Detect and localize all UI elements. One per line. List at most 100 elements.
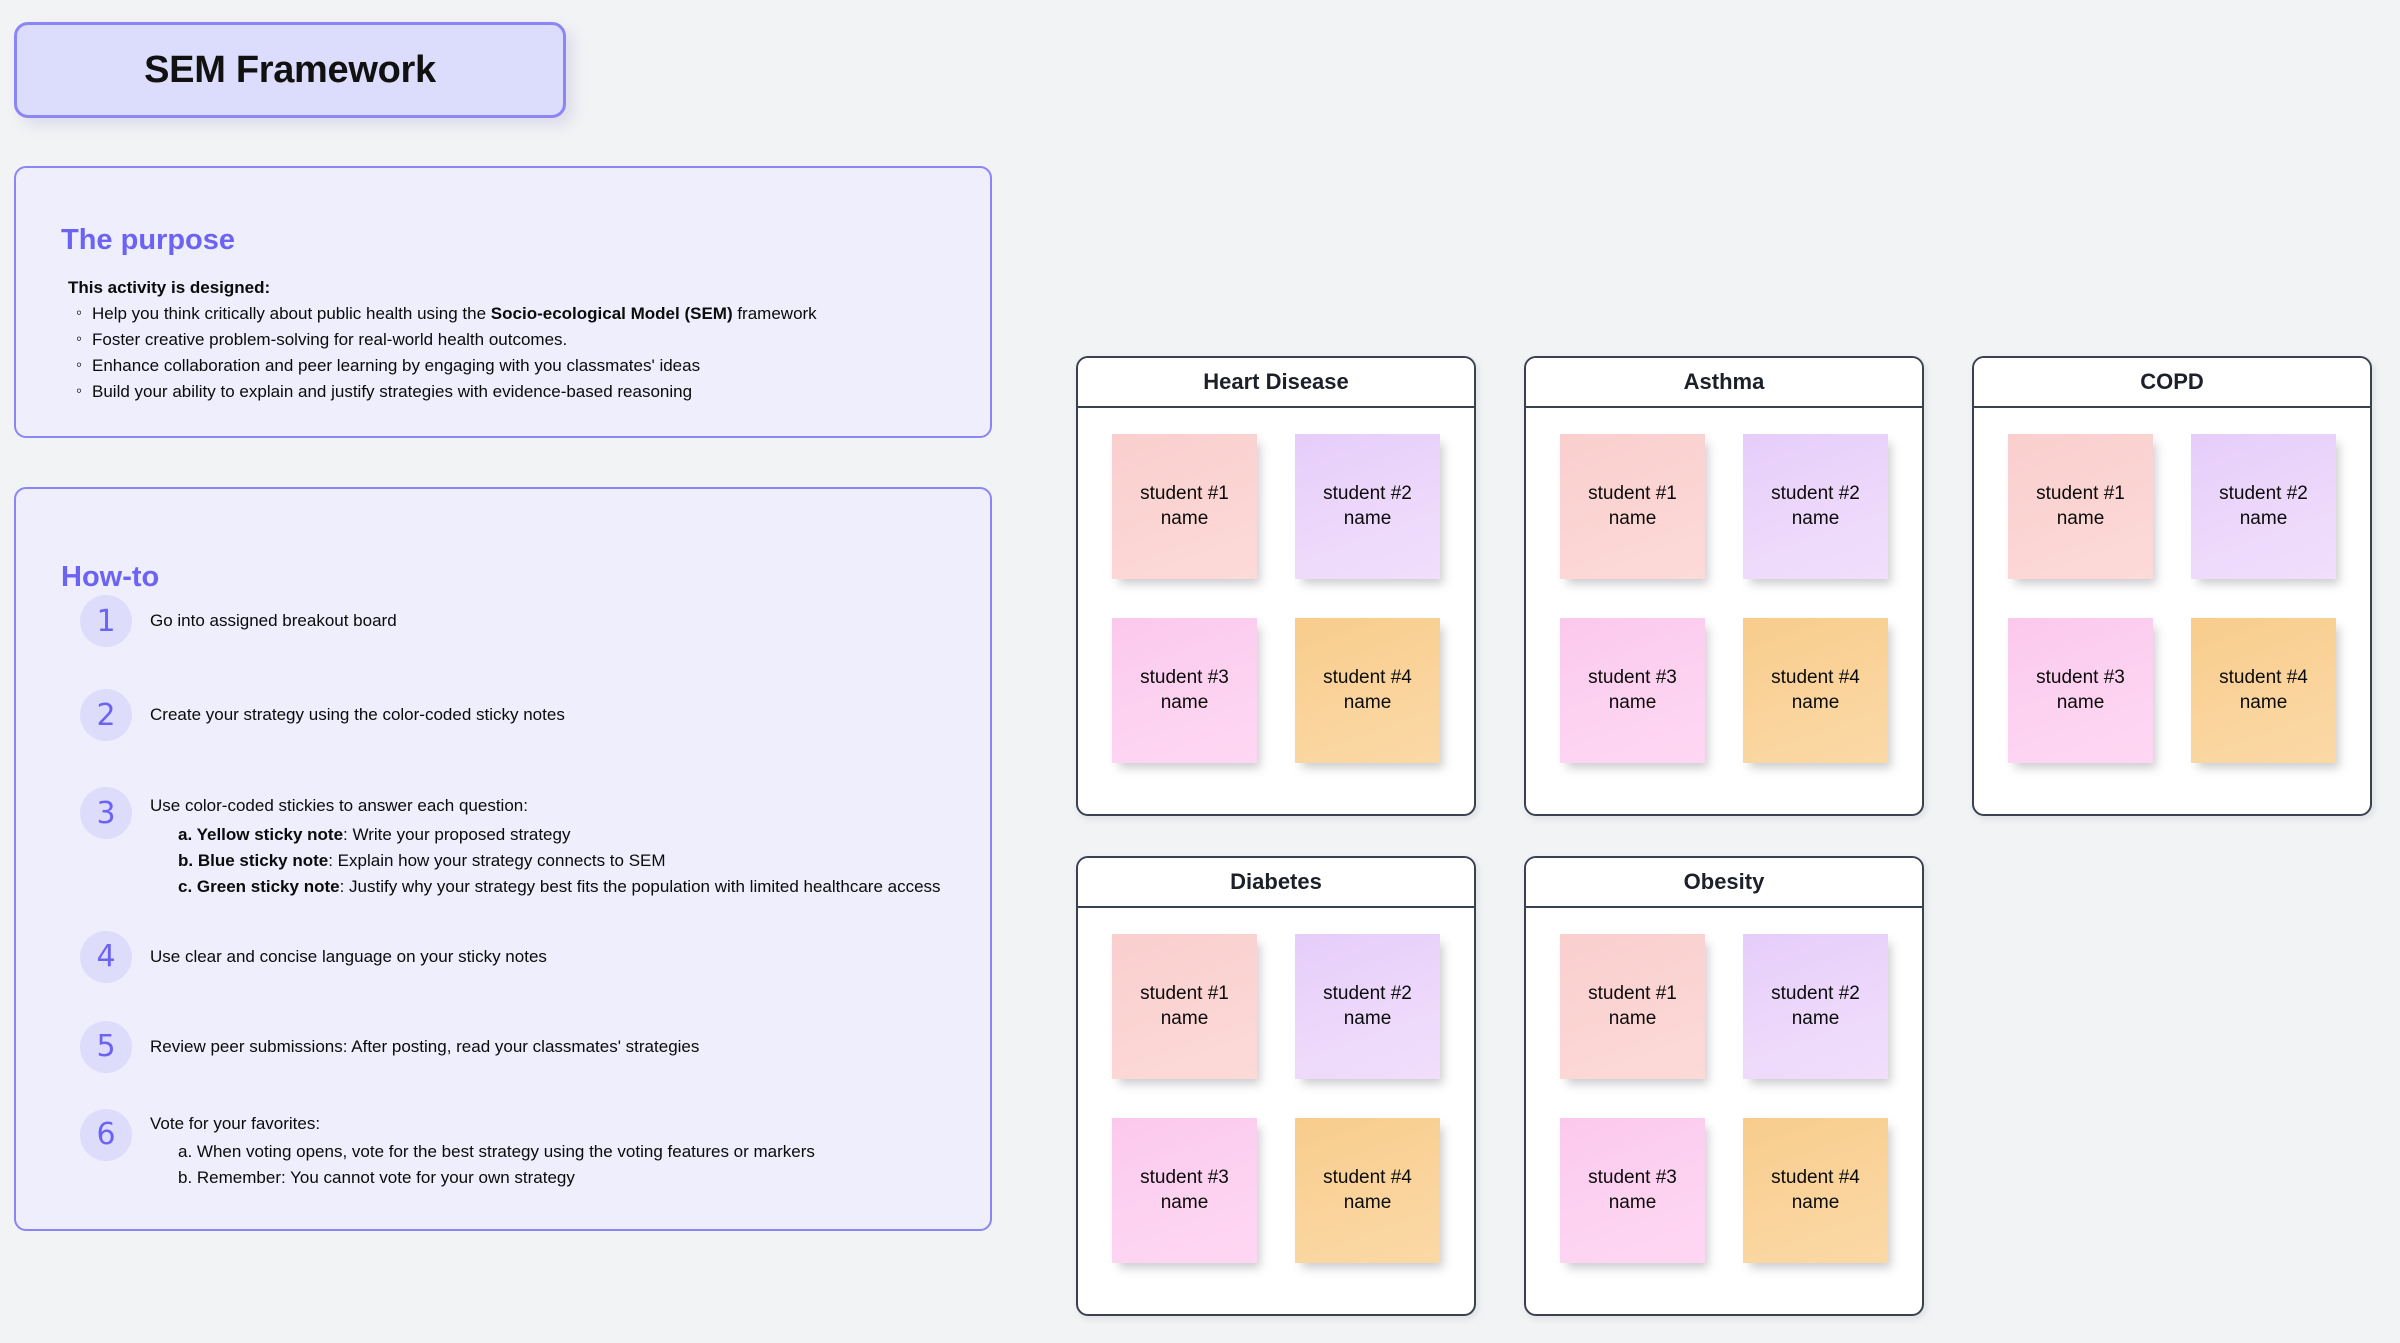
sticky-note[interactable]: student #4 name bbox=[1743, 618, 1888, 763]
step-body: Create your strategy using the color-cod… bbox=[150, 689, 565, 728]
sticky-note[interactable]: student #2 name bbox=[2191, 434, 2336, 579]
step-text: Go into assigned breakout board bbox=[150, 611, 397, 630]
step-number-badge: 6 bbox=[80, 1108, 132, 1161]
sticky-note-line2: name bbox=[2056, 507, 2105, 529]
bullet-text-pre: Enhance collaboration and peer learning … bbox=[92, 355, 701, 375]
step-sub-item: c. Green sticky note: Justify why your s… bbox=[178, 874, 941, 900]
sticky-note-line2: name bbox=[1160, 1007, 1209, 1029]
purpose-bullet-item: Foster creative problem-solving for real… bbox=[68, 326, 948, 353]
sticky-note-line1: student #3 bbox=[1140, 666, 1229, 688]
sticky-note-text: student #1 name bbox=[1140, 982, 1229, 1031]
step-number-badge: 1 bbox=[80, 595, 132, 647]
sticky-note-line1: student #2 bbox=[1771, 482, 1860, 504]
sticky-note-line2: name bbox=[1343, 507, 1392, 529]
step-body: Use color-coded stickies to answer each … bbox=[150, 787, 941, 901]
sticky-note-line1: student #3 bbox=[1140, 1166, 1229, 1188]
sticky-note[interactable]: student #1 name bbox=[1112, 934, 1257, 1079]
sticky-note-line2: name bbox=[1160, 507, 1209, 529]
card-title: COPD bbox=[2140, 369, 2204, 394]
step-number-badge: 5 bbox=[80, 1020, 132, 1073]
sticky-note-line2: name bbox=[2056, 691, 2105, 713]
sub-marker: c. bbox=[178, 877, 197, 897]
bullet-text-pre: Foster creative problem-solving for real… bbox=[92, 329, 568, 349]
sticky-note-line1: student #1 bbox=[1140, 982, 1229, 1004]
step-text: Use clear and concise language on your s… bbox=[150, 946, 547, 966]
card-header: COPD bbox=[1974, 358, 2370, 408]
bullet-text-post: framework bbox=[732, 304, 817, 324]
purpose-body: This activity is designed: Help you thin… bbox=[68, 275, 948, 404]
howto-step: 4 Use clear and concise language on your … bbox=[80, 930, 960, 983]
step-body: Use clear and concise language on your s… bbox=[150, 931, 547, 970]
sub-label: Yellow sticky note bbox=[196, 824, 344, 844]
step-sub-item: b. Remember: You cannot vote for your ow… bbox=[178, 1165, 815, 1191]
howto-panel[interactable]: How-to bbox=[14, 487, 992, 1231]
sticky-note-line2: name bbox=[2239, 507, 2288, 529]
howto-heading: How-to bbox=[61, 561, 160, 593]
bullet-text-pre: Build your ability to explain and justif… bbox=[92, 381, 693, 401]
step-number-badge: 4 bbox=[80, 930, 132, 983]
sticky-note[interactable]: student #1 name bbox=[1112, 434, 1257, 579]
card-header: Asthma bbox=[1526, 358, 1922, 408]
bullet-text-pre: Help you think critically about public h… bbox=[92, 304, 491, 324]
sticky-note-line2: name bbox=[1791, 1191, 1840, 1213]
sticky-note-line1: student #4 bbox=[1323, 666, 1412, 688]
sticky-note-line2: name bbox=[1608, 691, 1657, 713]
sticky-note[interactable]: student #1 name bbox=[2008, 434, 2153, 579]
sticky-note-line1: student #4 bbox=[1771, 666, 1860, 688]
card-title: Diabetes bbox=[1230, 869, 1322, 894]
step-number-badge: 2 bbox=[80, 689, 132, 741]
sticky-note-line1: student #1 bbox=[1140, 482, 1229, 504]
purpose-bullet-item: Enhance collaboration and peer learning … bbox=[68, 352, 948, 379]
step-body: Review peer submissions: After posting, … bbox=[150, 1021, 699, 1060]
step-body: Go into assigned breakout board bbox=[150, 595, 397, 634]
sub-text: : Write your proposed strategy bbox=[343, 824, 571, 844]
howto-step: 5 Review peer submissions: After posting,… bbox=[80, 1020, 960, 1073]
step-sub-list: a. Yellow sticky note: Write your propos… bbox=[150, 822, 941, 901]
sticky-note-line1: student #2 bbox=[1771, 982, 1860, 1004]
step-text: Use color-coded stickies to answer each … bbox=[150, 796, 528, 815]
step-sub-item: a. Yellow sticky note: Write your propos… bbox=[178, 822, 941, 848]
board-title-card[interactable]: SEM Framework bbox=[14, 22, 566, 118]
card-title: Heart Disease bbox=[1203, 369, 1349, 394]
sticky-note-line1: student #1 bbox=[2036, 482, 2125, 504]
bullet-text-emphasis: Socio-ecological Model (SEM) bbox=[490, 304, 733, 324]
howto-step-list: 1 Go into assigned breakout board 2 Create … bbox=[80, 595, 960, 1232]
sticky-note-line2: name bbox=[1608, 1007, 1657, 1029]
sticky-note-line2: name bbox=[1791, 691, 1840, 713]
sticky-note-line1: student #2 bbox=[2219, 482, 2308, 504]
card-title: Obesity bbox=[1683, 869, 1765, 894]
